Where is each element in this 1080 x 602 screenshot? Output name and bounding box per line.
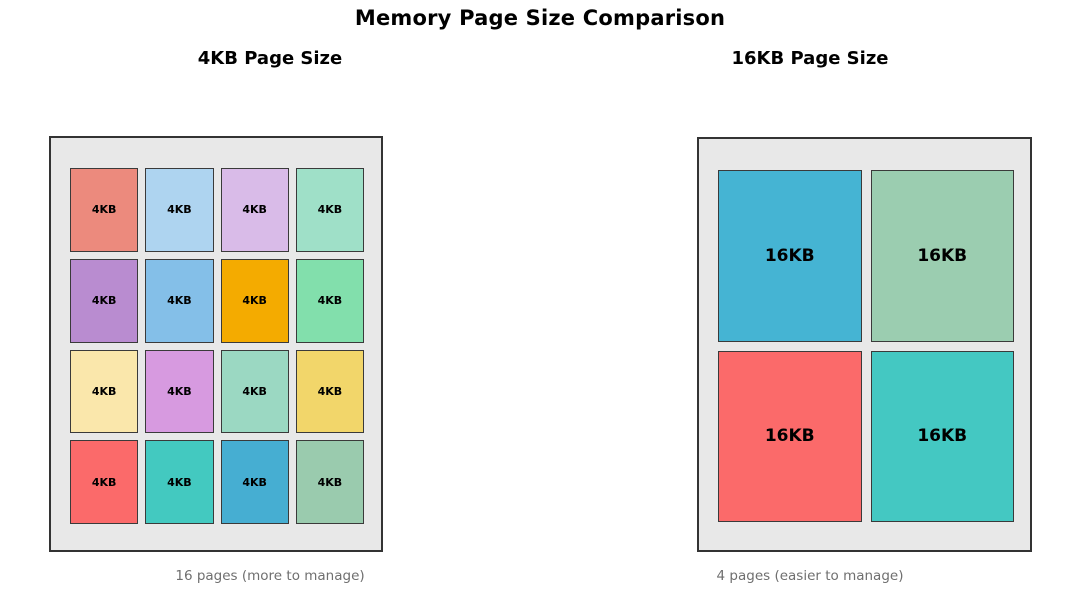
page-cell: 16KB xyxy=(870,350,1014,522)
panel-4kb-caption: 16 pages (more to manage) xyxy=(175,568,365,584)
page-cell: 4KB xyxy=(220,168,289,252)
page-cell: 16KB xyxy=(718,350,862,522)
page-cell: 4KB xyxy=(295,258,364,343)
page-cell: 4KB xyxy=(145,258,214,343)
page-cell: 4KB xyxy=(220,440,289,524)
panel-16kb-caption: 4 pages (easier to manage) xyxy=(716,568,904,584)
page-cell: 16KB xyxy=(870,170,1014,342)
page-title: Memory Page Size Comparison xyxy=(354,6,726,30)
page-cell: 4KB xyxy=(70,258,139,343)
page-cell: 4KB xyxy=(70,349,139,434)
page-cell: 4KB xyxy=(145,349,214,434)
page-cell: 4KB xyxy=(295,168,364,252)
page-cell: 4KB xyxy=(70,440,139,524)
page-cell: 4KB xyxy=(295,349,364,434)
panel-4kb-title: 4KB Page Size xyxy=(197,48,343,69)
page-cell: 4KB xyxy=(220,258,289,343)
page-cell: 16KB xyxy=(718,170,862,342)
page-cell: 4KB xyxy=(295,440,364,524)
page-cell: 4KB xyxy=(70,168,139,252)
page-cell: 4KB xyxy=(220,349,289,434)
page-cell: 4KB xyxy=(145,168,214,252)
panel-16kb-title: 16KB Page Size xyxy=(731,48,889,69)
page-cell: 4KB xyxy=(145,440,214,524)
